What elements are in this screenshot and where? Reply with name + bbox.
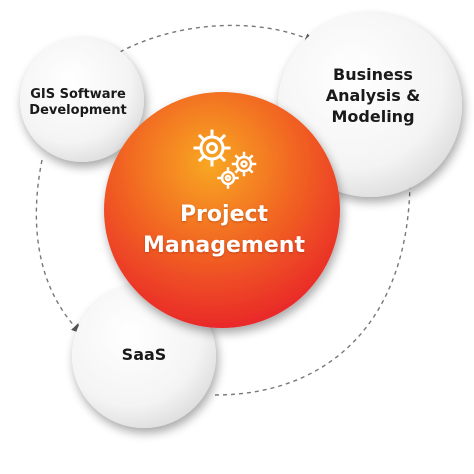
saas-label: SaaS [121,344,167,364]
node-label-business: Business Analysis & Modeling [290,62,456,128]
node-label-center: Project Management [110,196,338,264]
center-line2: Management [143,233,305,258]
business-line2: Analysis & [325,85,421,105]
cycle-arrow-gis-to-business [119,24,315,53]
business-line1: Business [333,64,413,84]
center-line1: Project [179,202,269,227]
gis-line2: Development [29,103,127,118]
gis-line1: GIS Software [30,87,126,102]
gears-icon [193,129,257,189]
cycle-arrow-gis-to-saas [35,159,82,334]
node-label-gis: GIS Software Development [18,78,138,128]
business-line3: Modeling [331,106,415,126]
cycle-arrow-saas-to-business [214,173,415,396]
node-label-saas: SaaS [84,336,204,372]
node-circle-center [104,92,340,328]
node-circle-gis [20,38,144,162]
